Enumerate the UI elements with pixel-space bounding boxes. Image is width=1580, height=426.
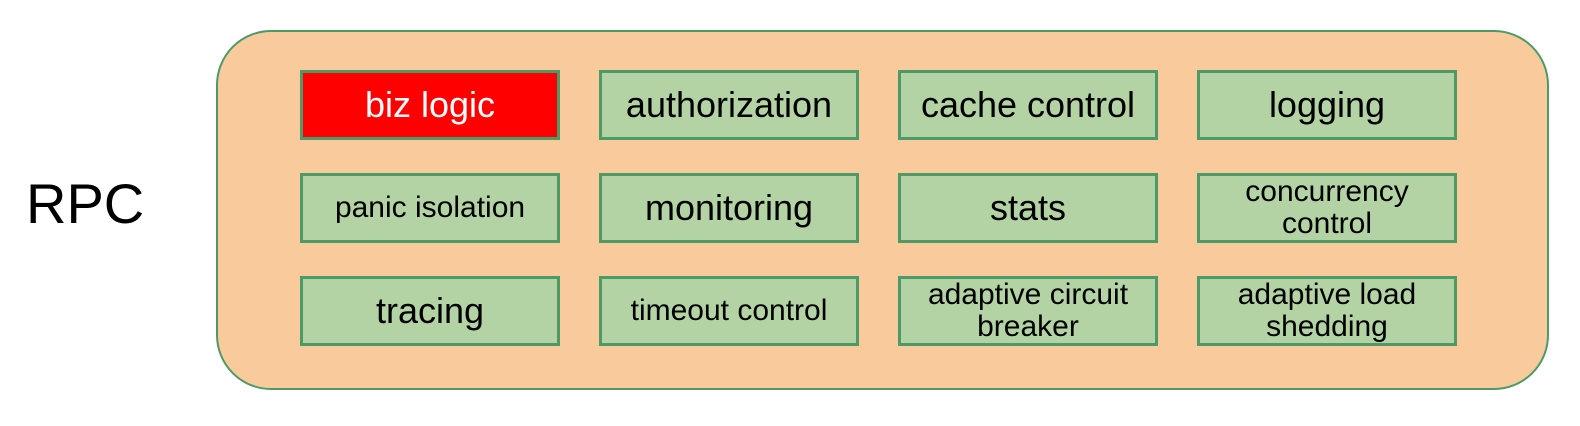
- module-box-adaptive-circuit-breaker: adaptive circuit breaker: [898, 276, 1158, 346]
- module-box-stats: stats: [898, 173, 1158, 243]
- module-box-cache-control: cache control: [898, 70, 1158, 140]
- module-grid: biz logic authorization cache control lo…: [300, 70, 1457, 346]
- module-box-logging: logging: [1197, 70, 1457, 140]
- module-box-adaptive-load-shedding: adaptive load shedding: [1197, 276, 1457, 346]
- module-box-tracing: tracing: [300, 276, 560, 346]
- rpc-label: RPC: [26, 172, 145, 235]
- module-box-biz-logic: biz logic: [300, 70, 560, 140]
- module-box-panic-isolation: panic isolation: [300, 173, 560, 243]
- module-box-monitoring: monitoring: [599, 173, 859, 243]
- module-box-concurrency-control: concurrency control: [1197, 173, 1457, 243]
- module-box-authorization: authorization: [599, 70, 859, 140]
- module-box-timeout-control: timeout control: [599, 276, 859, 346]
